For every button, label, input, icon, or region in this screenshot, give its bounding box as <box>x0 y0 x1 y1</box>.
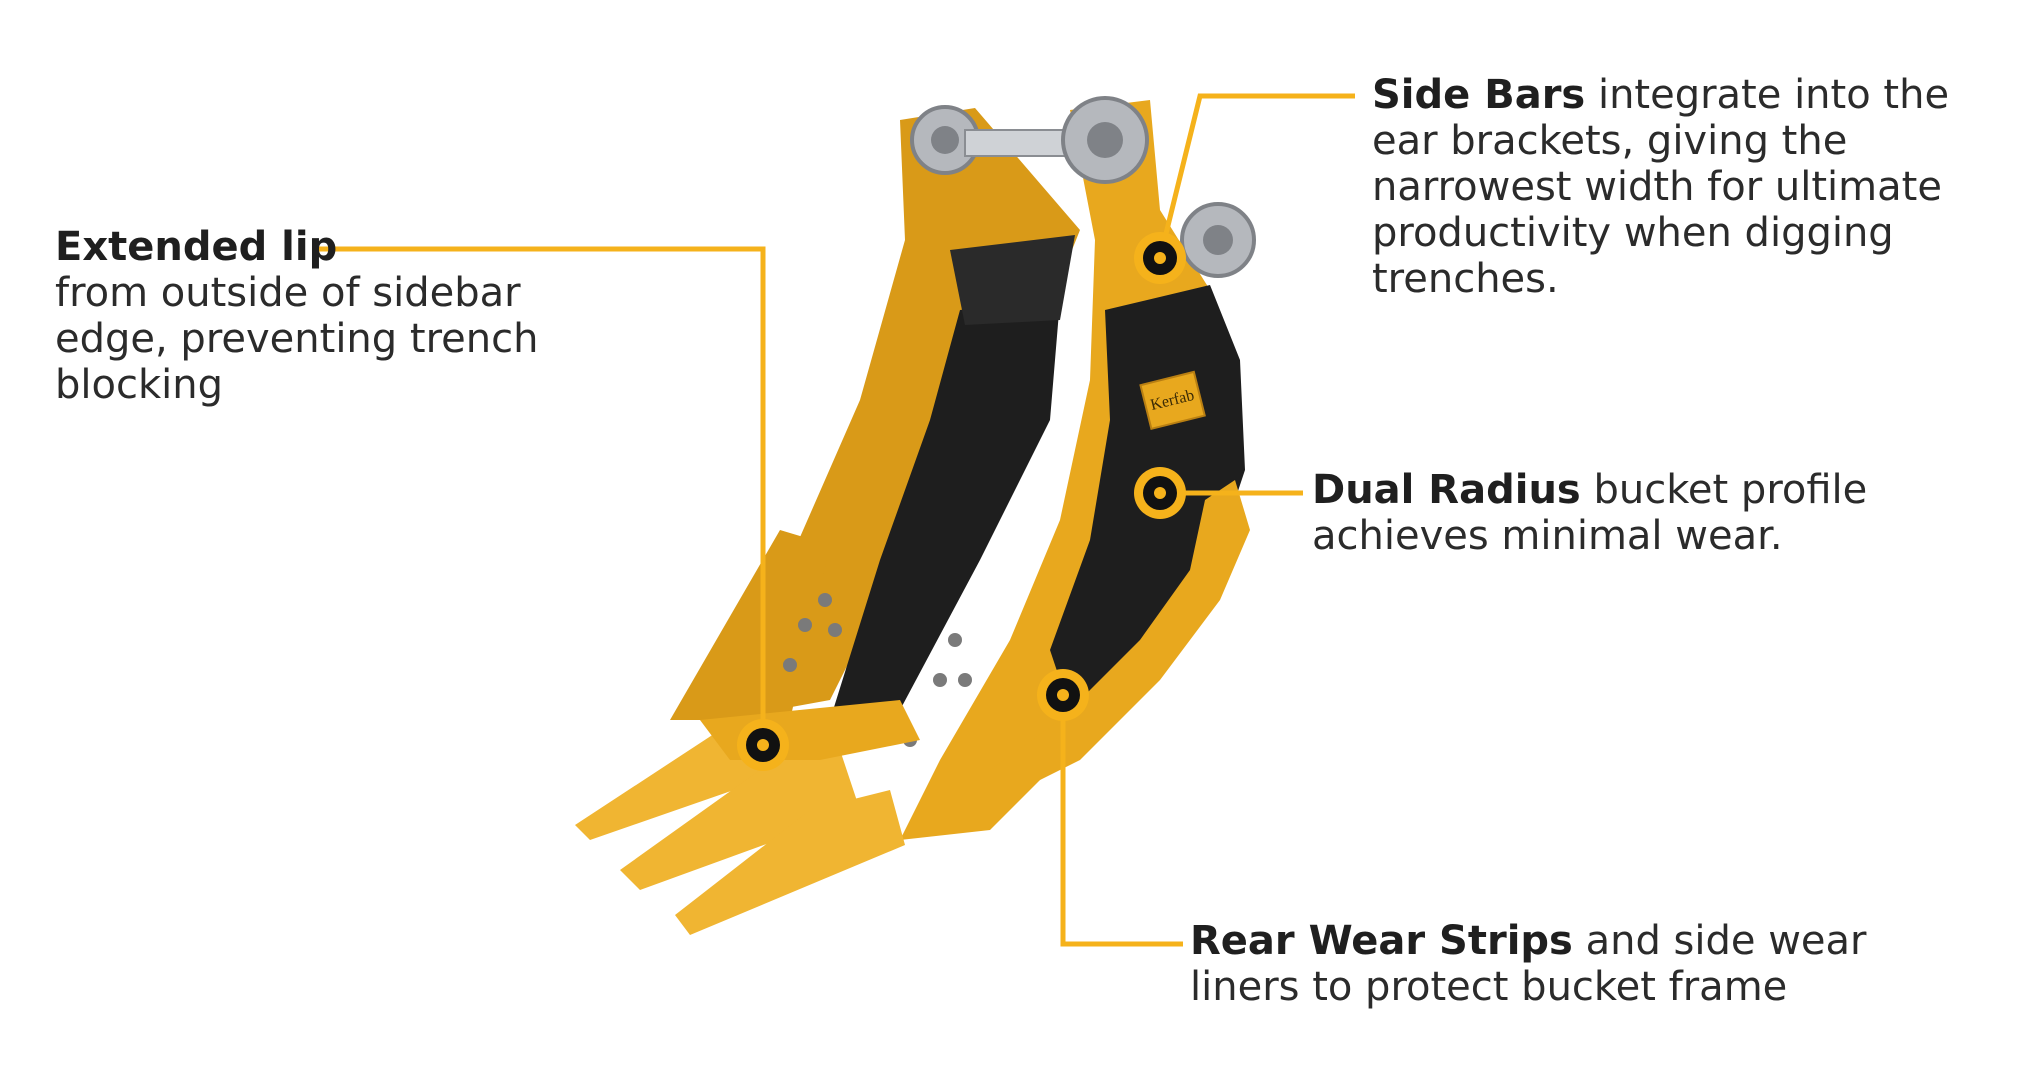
callout-rear-wear-strips: Rear Wear Strips and side wear liners to… <box>1190 918 1950 1010</box>
ear-boss-lower-center <box>1203 225 1233 255</box>
callout-dual-radius: Dual Radius bucket profile achieves mini… <box>1312 467 2032 559</box>
callout-extended-lip-text: from outside of sidebar edge, preventing… <box>55 270 539 408</box>
callout-dual-radius-title: Dual Radius <box>1312 467 1581 513</box>
top-plate <box>950 235 1075 325</box>
callout-extended-lip-title: Extended lip <box>55 224 338 270</box>
tooth-2 <box>620 750 860 890</box>
bolt-holes <box>783 593 972 747</box>
callout-extended-lip: Extended lip from outside of sidebar edg… <box>55 224 575 408</box>
callout-rear-wear-title: Rear Wear Strips <box>1190 918 1573 964</box>
brand-plate <box>1139 370 1206 431</box>
ear-pin <box>964 129 1076 157</box>
callout-side-bars-text: integrate into the ear brackets, giving … <box>1372 72 1950 302</box>
tooth-3 <box>675 790 905 935</box>
marker-extended-lip <box>737 719 789 771</box>
callout-rear-wear-text: and side wear liners to protect bucket f… <box>1190 918 1867 1010</box>
callout-side-bars: Side Bars integrate into the ear bracket… <box>1372 72 2012 302</box>
right-side-plate <box>900 100 1240 840</box>
ear-boss-right-center <box>1087 122 1123 158</box>
callout-dual-radius-text: bucket profile achieves minimal wear. <box>1312 467 1868 559</box>
marker-side-bars <box>1134 232 1186 284</box>
side-cutter <box>670 530 830 720</box>
leader-rear-wear <box>1060 695 1183 947</box>
callout-side-bars-title: Side Bars <box>1372 72 1586 118</box>
ear-boss-left-center <box>931 126 959 154</box>
leader-extended-lip <box>315 246 766 745</box>
rear-wear-strip <box>990 480 1250 800</box>
marker-dual-radius <box>1134 467 1186 519</box>
inner-liner <box>830 300 1060 720</box>
leader-side-bars <box>1157 93 1355 259</box>
marker-rear-wear <box>1037 669 1089 721</box>
